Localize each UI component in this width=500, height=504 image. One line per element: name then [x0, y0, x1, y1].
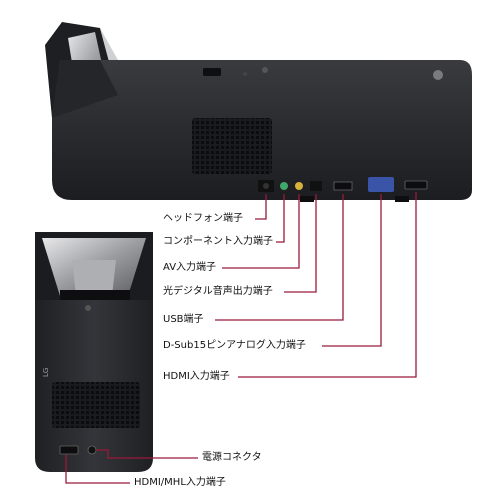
line-usb	[215, 194, 344, 321]
headphone-jack-icon	[263, 183, 269, 189]
line-hdmi-mhl	[65, 455, 130, 484]
port-optical	[310, 181, 322, 191]
line-hdmi	[238, 192, 417, 378]
mirror-core	[72, 260, 116, 296]
port-av-yellow	[295, 182, 303, 190]
vent-grill-side	[192, 118, 272, 174]
label-hdmi: HDMI入力端子	[163, 371, 230, 382]
indicator-dot	[243, 72, 247, 76]
port-component-green	[280, 182, 288, 190]
label-power: 電源コネクタ	[202, 452, 262, 463]
label-optical: 光デジタル音声出力端子	[163, 286, 273, 297]
label-component: コンポーネント入力端子	[163, 236, 273, 247]
line-component	[276, 194, 285, 243]
vent-grill-front	[52, 382, 140, 428]
line-optical	[284, 194, 317, 293]
hood-side	[52, 60, 118, 118]
label-hdmi-mhl: HDMI/MHL入力端子	[134, 477, 226, 488]
label-headphone: ヘッドフォン端子	[163, 213, 243, 224]
port-power	[87, 445, 97, 455]
port-dsub	[368, 177, 394, 192]
projector-side-view	[45, 22, 472, 202]
port-usb	[333, 181, 353, 191]
front-lg-logo: LG	[42, 368, 50, 377]
line-av	[222, 194, 300, 269]
port-hdmi-mhl	[59, 445, 79, 455]
label-usb: USB端子	[163, 314, 204, 325]
line-dsub	[322, 194, 382, 347]
label-dsub: D-Sub15ピンアナログ入力端子	[163, 340, 306, 351]
foot	[300, 196, 314, 202]
port-hdmi	[404, 180, 428, 190]
callout-lines	[65, 192, 417, 484]
power-button-icon	[262, 67, 268, 73]
front-button-icon	[85, 305, 91, 311]
label-av: AV入力端子	[163, 262, 217, 273]
line-headphone	[255, 194, 267, 220]
projector-front-view: LG	[35, 232, 153, 472]
foot	[395, 196, 409, 202]
lg-logo-icon	[433, 70, 443, 80]
focus-slider	[203, 68, 221, 76]
lens-slot	[60, 290, 130, 300]
line-power	[96, 449, 198, 459]
